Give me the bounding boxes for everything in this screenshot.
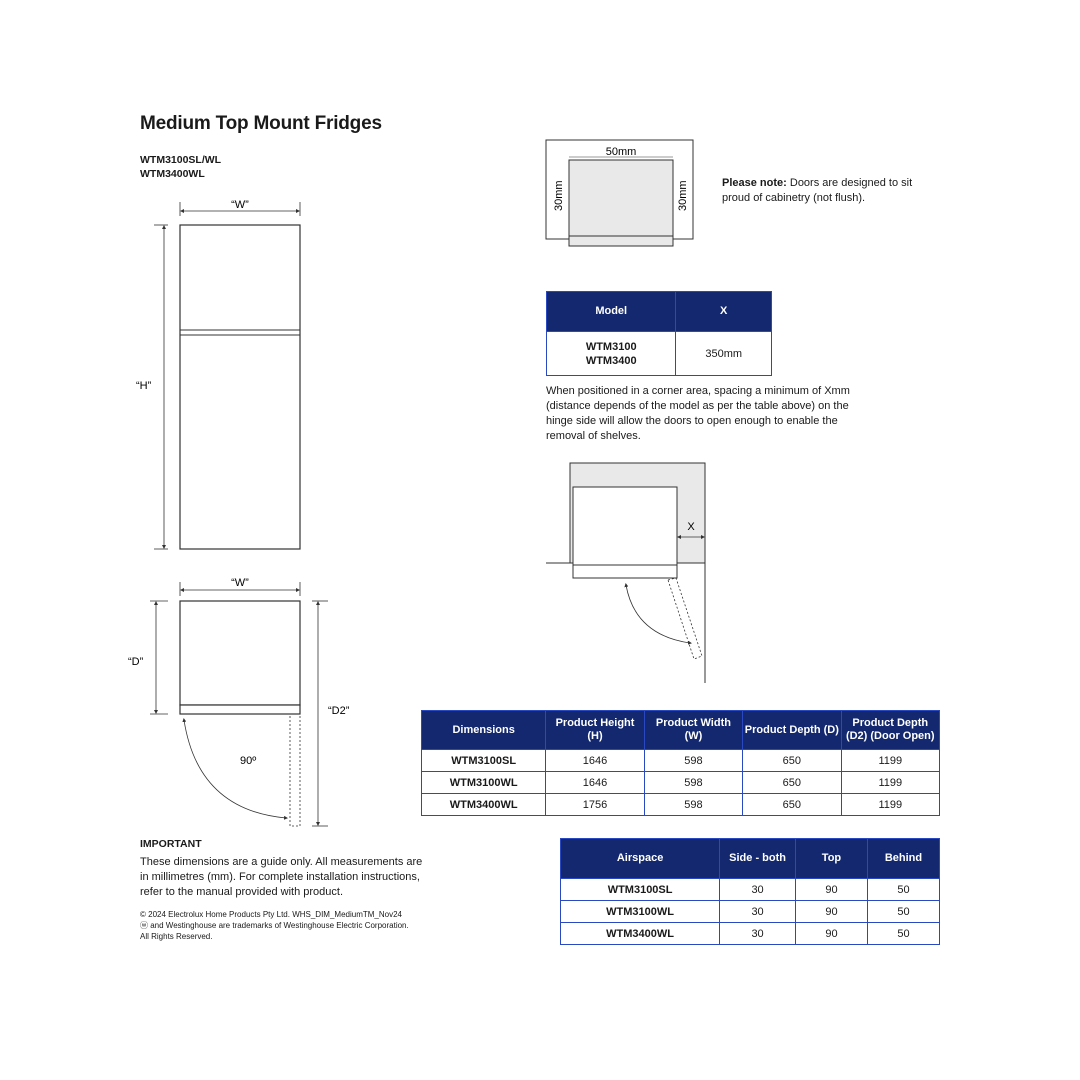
table-header: Model	[545, 291, 677, 332]
table-cell: WTM3400WL	[559, 922, 721, 945]
page-title: Medium Top Mount Fridges	[140, 113, 382, 134]
table-cell: 30	[719, 900, 796, 923]
front-view-diagram: “W” “H”	[136, 199, 301, 550]
table-header: X	[675, 291, 772, 332]
table-cell: 1199	[840, 749, 941, 772]
corner-clearance-diagram: X	[546, 462, 706, 683]
side-view-diagram: “W” “D” “D2” 90º	[128, 577, 350, 827]
copyright-line: All Rights Reserved.	[140, 932, 213, 941]
copyright-notice: © 2024 Electrolux Home Products Pty Ltd.…	[140, 909, 430, 942]
top-gap-label: 50mm	[606, 146, 637, 158]
table-cell: 598	[643, 771, 744, 794]
table-cell: 650	[742, 749, 842, 772]
copyright-line: ⓦ and Westinghouse are trademarks of Wes…	[140, 921, 409, 930]
table-row: WTM3400WL 30 90 50	[559, 922, 941, 945]
table-header: Product Width (W)	[643, 710, 744, 750]
height-label: “H”	[136, 380, 152, 392]
angle-label: 90º	[240, 755, 256, 767]
fridge-top	[179, 600, 301, 706]
model-name: WTM3100SL/WL	[140, 154, 222, 166]
left-gap-label: 30mm	[553, 180, 565, 211]
table-header: Airspace	[559, 838, 721, 879]
important-heading: IMPORTANT	[140, 838, 202, 850]
table-cell: 1756	[545, 793, 645, 816]
dimensions-table: Dimensions Product Height (H) Product Wi…	[420, 710, 941, 816]
table-cell: 90	[794, 900, 868, 923]
table-cell: 50	[866, 922, 941, 945]
table-row: WTM3100SL 1646 598 650 1199	[420, 749, 941, 772]
table-cell: WTM3400WL	[420, 793, 547, 816]
table-header: Behind	[866, 838, 941, 879]
table-cell: WTM3100WL	[559, 900, 721, 923]
door-swing-arc	[182, 718, 288, 820]
table-header: Product Depth (D)	[742, 710, 842, 750]
table-cell: 1199	[840, 771, 941, 794]
table-cell: 598	[643, 749, 744, 772]
table-cell: WTM3100SL	[559, 878, 721, 901]
airspace-table: Airspace Side - both Top Behind WTM3100S…	[559, 838, 941, 945]
table-header: Product Height (H)	[545, 710, 645, 750]
model-name: WTM3400WL	[140, 168, 205, 180]
depth-open-label: “D2”	[328, 705, 350, 717]
table-cell: 50	[866, 900, 941, 923]
note-heading: Please note:	[722, 177, 787, 189]
open-door-outline	[289, 713, 301, 827]
table-header: Side - both	[719, 838, 796, 879]
table-row: WTM3100WL 1646 598 650 1199	[420, 771, 941, 794]
door-note: Please note: Doors are designed to sit p…	[722, 176, 922, 206]
model-name: WTM3100	[585, 340, 637, 353]
table-cell: 1199	[840, 793, 941, 816]
table-cell: 650	[742, 771, 842, 794]
cabinet-recess-diagram: 50mm 30mm 30mm	[545, 139, 694, 247]
right-gap-label: 30mm	[677, 180, 689, 211]
table-cell: 598	[643, 793, 744, 816]
disclaimer-text: These dimensions are a guide only. All m…	[140, 856, 423, 898]
table-cell: 650	[742, 793, 842, 816]
fridge-front	[179, 224, 301, 550]
table-cell: WTM3100SL	[420, 749, 547, 772]
table-cell: 90	[794, 922, 868, 945]
table-row: WTM3400WL 1756 598 650 1199	[420, 793, 941, 816]
table-header: Top	[794, 838, 868, 879]
table-cell: 50	[866, 878, 941, 901]
fridge-door	[179, 704, 301, 715]
copyright-line: © 2024 Electrolux Home Products Pty Ltd.…	[140, 910, 402, 919]
table-cell: 1646	[545, 749, 645, 772]
table-row: WTM3100SL 30 90 50	[559, 878, 941, 901]
table-cell: 30	[719, 922, 796, 945]
table-row: WTM3100WL 30 90 50	[559, 900, 941, 923]
table-cell: 1646	[545, 771, 645, 794]
table-cell: 30	[719, 878, 796, 901]
model-name: WTM3400	[585, 354, 637, 367]
corner-placement-text: When positioned in a corner area, spacin…	[546, 385, 850, 442]
table-header: Dimensions	[420, 710, 547, 750]
table-header: Product Depth (D2) (Door Open)	[840, 710, 941, 750]
depth-label: “D”	[128, 656, 144, 668]
width-label: “W”	[231, 577, 249, 589]
x-label: X	[687, 521, 695, 533]
table-cell: 350mm	[675, 331, 772, 376]
table-cell: WTM3100WL	[420, 771, 547, 794]
note-text: Doors are designed to sit proud of cabin…	[722, 177, 913, 204]
table-cell: 90	[794, 878, 868, 901]
width-label: “W”	[231, 199, 249, 211]
